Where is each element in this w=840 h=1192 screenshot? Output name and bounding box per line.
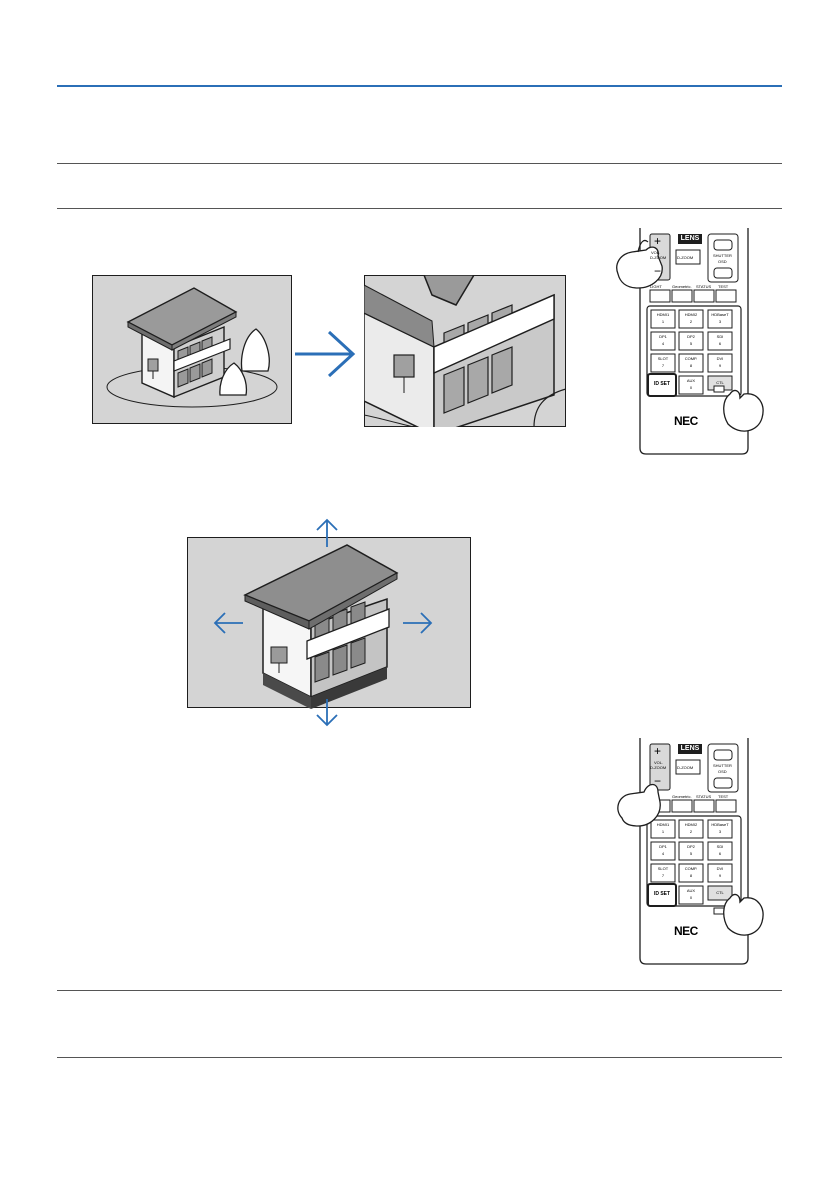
key-label: DP2	[687, 844, 695, 849]
osd-label: OSD	[718, 769, 727, 774]
zoom-label: D-ZOOM	[650, 255, 667, 260]
remote-control-bottom: LENS + − VOL. D-ZOOM D-ZOOM SHUTTER OSD …	[610, 738, 770, 966]
key-label: DVI	[716, 866, 724, 871]
key-label: DVI	[716, 356, 724, 361]
key-label: DP1	[659, 844, 667, 849]
key-label: HDBaseT	[711, 312, 729, 317]
key-number: 7	[661, 873, 665, 878]
house-before-zoom	[92, 275, 292, 424]
arrow-right-icon	[403, 612, 433, 634]
key-number: 0	[689, 895, 693, 900]
key-label: DP1	[659, 334, 667, 339]
zoom-label: D-ZOOM	[650, 765, 667, 770]
key-label: ID SET	[653, 891, 671, 897]
key-number: 6	[718, 341, 722, 346]
key-label: CTL	[716, 380, 724, 385]
key-number: 8	[689, 873, 693, 878]
row-label: STATUS	[696, 284, 712, 289]
arrow-down-icon	[316, 699, 338, 727]
key-label: HDMI1	[656, 822, 670, 827]
arrow-right-icon	[295, 330, 356, 378]
lens-label: LENS	[680, 235, 700, 242]
divider-2	[57, 208, 782, 209]
plus-label: +	[654, 234, 662, 248]
key-label: HDMI2	[684, 312, 698, 317]
key-number: 2	[689, 319, 693, 324]
osd-label: OSD	[718, 259, 727, 264]
key-number: 4	[661, 341, 665, 346]
key-label: HDMI1	[656, 312, 670, 317]
vol-label: VOL.	[654, 760, 664, 765]
row-label: Geometric.	[672, 794, 692, 799]
key-number: 1	[661, 319, 665, 324]
divider-4	[57, 1057, 782, 1058]
key-label: ID SET	[653, 381, 671, 387]
key-number: 9	[718, 363, 722, 368]
key-number: 9	[718, 873, 722, 878]
minus-label: −	[654, 264, 662, 278]
key-label: CTL	[716, 890, 724, 895]
arrow-up-icon	[316, 518, 338, 547]
shutter-label: SHUTTER	[713, 253, 732, 258]
key-label: COMP.	[684, 866, 698, 871]
row-label: STATUS	[696, 794, 712, 799]
key-label: SLOT	[657, 356, 669, 361]
lens-label: LENS	[680, 745, 700, 752]
brand-logo: NEC	[674, 414, 698, 428]
key-number: 7	[661, 363, 665, 368]
divider-1	[57, 163, 782, 164]
arrow-left-icon	[213, 612, 243, 634]
dzoom-key-label: D-ZOOM	[677, 255, 694, 260]
key-label: COMP.	[684, 356, 698, 361]
remote-control-top: LENS + − VOL. D-ZOOM D-ZOOM SHUTTER OSD …	[610, 228, 770, 456]
plus-label: +	[654, 744, 662, 758]
pointing-hand-icon	[723, 389, 764, 432]
shutter-label: SHUTTER	[713, 763, 732, 768]
key-label: DP2	[687, 334, 695, 339]
pointing-hand-icon	[723, 893, 764, 936]
key-number: 3	[718, 829, 722, 834]
row-label: TEST	[718, 284, 729, 289]
key-label: AUX	[686, 888, 696, 893]
minus-label: −	[654, 774, 662, 788]
vol-label: VOL.	[651, 250, 661, 255]
key-number: 3	[718, 319, 722, 324]
key-label: SLOT	[657, 866, 669, 871]
row-label: LIGHT	[650, 284, 662, 289]
header-rule	[57, 85, 782, 87]
key-number: 1	[661, 829, 665, 834]
key-number: 0	[689, 385, 693, 390]
divider-3	[57, 990, 782, 991]
key-number: 8	[689, 363, 693, 368]
row-label: TEST	[718, 794, 729, 799]
brand-logo: NEC	[674, 924, 698, 938]
key-label: SDI	[716, 844, 724, 849]
pointing-hand-icon	[616, 239, 663, 289]
dzoom-key-label: D-ZOOM	[677, 765, 694, 770]
key-number: 2	[689, 829, 693, 834]
house-after-zoom	[364, 275, 566, 427]
key-number: 5	[689, 851, 693, 856]
key-number: 4	[661, 851, 665, 856]
panning-diagram	[187, 518, 471, 727]
key-label: HDBaseT	[711, 822, 729, 827]
row-label: Geometric.	[672, 284, 692, 289]
pointing-hand-icon	[617, 783, 661, 827]
key-label: SDI	[716, 334, 724, 339]
key-label: HDMI2	[684, 822, 698, 827]
key-number: 6	[718, 851, 722, 856]
key-label: AUX	[686, 378, 696, 383]
key-number: 5	[689, 341, 693, 346]
